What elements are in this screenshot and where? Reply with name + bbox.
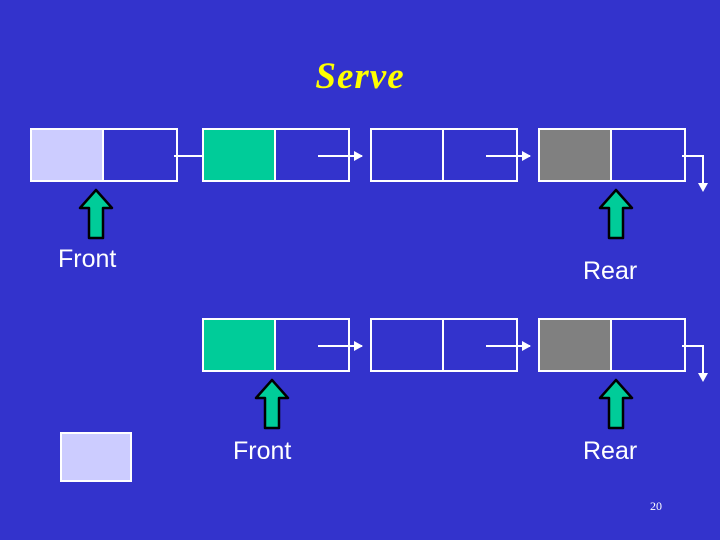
top-front-label: Front <box>58 245 117 273</box>
bottom-rear-label: Rear <box>583 437 638 465</box>
page-title: Serve <box>315 56 405 97</box>
detached-node <box>60 432 132 482</box>
bottom-front-label: Front <box>233 437 292 465</box>
bottom-node-2-data-cell <box>372 320 444 370</box>
top-node-4 <box>538 128 686 182</box>
top-node-3-data-cell <box>372 130 444 180</box>
bottom-node-3 <box>538 318 686 372</box>
bottom-node-3-pointer-cell <box>612 320 684 370</box>
top-node-1-data-cell <box>32 130 104 180</box>
bottom-node-3-data-cell <box>540 320 612 370</box>
top-node-4-pointer-cell <box>612 130 684 180</box>
bottom-node-1 <box>202 318 350 372</box>
page-number: 20 <box>650 499 662 513</box>
top-tail-null-pointer <box>682 155 708 195</box>
top-node-1 <box>30 128 178 182</box>
bottom-node-1-data-cell <box>204 320 276 370</box>
bottom-connector-1 <box>318 341 363 351</box>
top-rear-label: Rear <box>583 257 638 285</box>
top-node-1-pointer-cell <box>104 130 176 180</box>
top-front-up-arrow <box>78 188 114 240</box>
top-rear-up-arrow <box>598 188 634 240</box>
top-connector-2 <box>318 151 363 161</box>
top-node-4-data-cell <box>540 130 612 180</box>
bottom-connector-2 <box>486 341 531 351</box>
bottom-tail-null-pointer <box>682 345 708 385</box>
top-node-2-data-cell <box>204 130 276 180</box>
top-connector-3 <box>486 151 531 161</box>
bottom-front-up-arrow <box>254 378 290 430</box>
bottom-rear-up-arrow <box>598 378 634 430</box>
